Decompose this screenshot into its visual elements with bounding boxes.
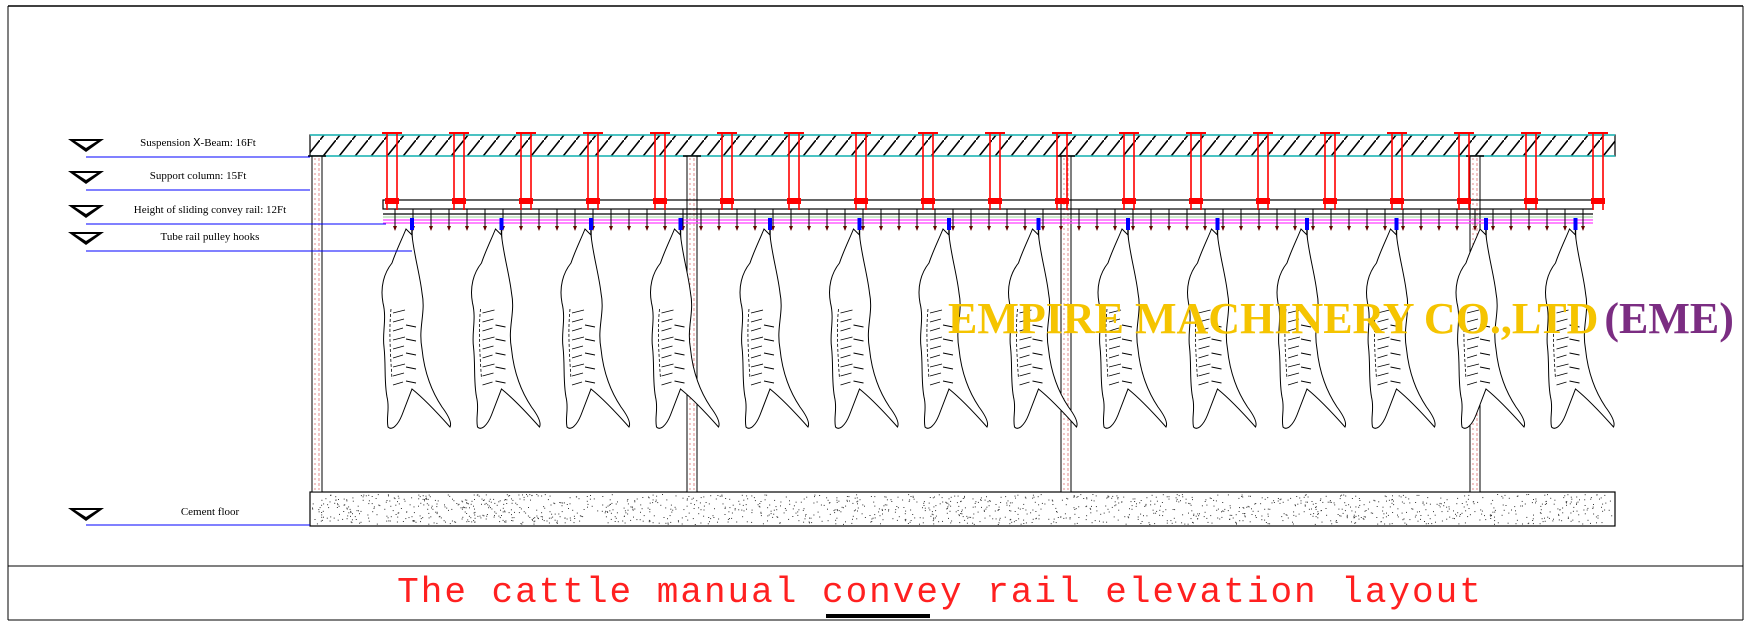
rail-hanger: [918, 132, 938, 210]
support-column: [1057, 155, 1075, 493]
drawing-title: The cattle manual convey rail elevation …: [397, 572, 1483, 613]
rail-hanger: [583, 132, 603, 210]
rail-hanger: [1387, 132, 1407, 210]
level-label-floor: Cement floor: [181, 506, 240, 518]
sliding-convey-rail: [382, 199, 1594, 231]
cattle-carcasses: [381, 228, 1615, 429]
level-label-hooks: Tube rail pulley hooks: [161, 231, 260, 243]
level-label-ibeam: Suspension Ⅹ-Beam: 16Ft: [140, 137, 256, 149]
level-marker-ibeam: Suspension Ⅹ-Beam: 16Ft: [68, 137, 310, 158]
cattle-carcass: [381, 228, 451, 429]
rail-hanger: [1320, 132, 1340, 210]
rail-hanger: [1052, 132, 1072, 210]
level-marker-rail: Height of sliding convey rail: 12Ft: [68, 204, 386, 225]
level-label-column: Support column: 15Ft: [150, 170, 247, 182]
cattle-carcass: [1187, 228, 1257, 429]
cattle-carcass: [560, 228, 630, 429]
rail-hanger: [516, 132, 536, 210]
cattle-carcass: [1097, 228, 1167, 429]
suspension-i-beam: [309, 134, 1616, 157]
rail-hanger: [650, 132, 670, 210]
rail-hanger: [1186, 132, 1206, 210]
company-watermark: EMPIRE MACHINERY CO.,LTD(EME): [948, 294, 1734, 343]
rail-hanger: [1588, 132, 1608, 210]
level-label-rail: Height of sliding convey rail: 12Ft: [134, 204, 286, 216]
rail-hanger: [784, 132, 804, 210]
cattle-carcass: [1276, 228, 1346, 429]
rail-hanger: [1119, 132, 1139, 210]
rail-hanger: [851, 132, 871, 210]
cattle-carcass: [471, 228, 541, 429]
rail-hanger: [1521, 132, 1541, 210]
rail-hanger: [985, 132, 1005, 210]
cattle-carcass: [1366, 228, 1436, 429]
cattle-carcass: [829, 228, 899, 429]
cement-floor: [309, 491, 1616, 527]
cattle-carcass: [918, 228, 988, 429]
cattle-carcass: [650, 228, 720, 429]
rail-hanger: [382, 132, 402, 210]
rail-hangers: [382, 132, 1608, 210]
level-marker-column: Support column: 15Ft: [68, 170, 310, 191]
cattle-carcass: [739, 228, 809, 429]
rail-hanger: [1253, 132, 1273, 210]
rail-hanger: [1454, 132, 1474, 210]
cattle-carcass: [1545, 228, 1615, 429]
level-marker-hooks: Tube rail pulley hooks: [68, 231, 412, 252]
title-underline-mark: [826, 614, 930, 618]
drawing-frame: [7, 5, 1744, 621]
rail-hanger: [449, 132, 469, 210]
support-column: [308, 155, 326, 493]
cattle-carcass: [1008, 228, 1078, 429]
level-marker-floor: Cement floor: [68, 506, 310, 526]
cattle-carcass: [1455, 228, 1525, 429]
rail-hanger: [717, 132, 737, 210]
